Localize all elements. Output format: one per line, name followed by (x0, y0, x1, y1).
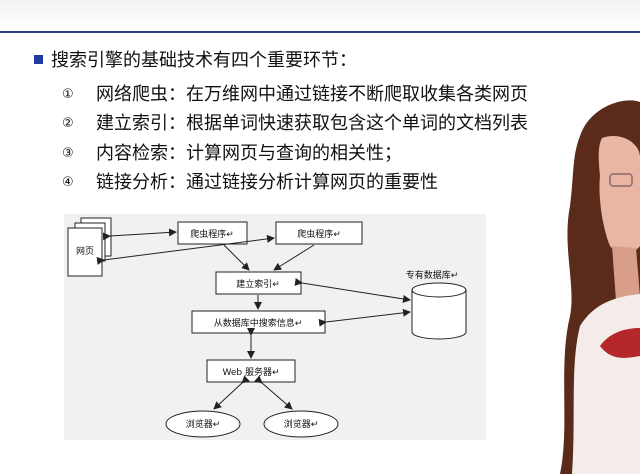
presenter-silhouette (540, 96, 640, 474)
browser-label-2: 浏览器↵ (284, 418, 319, 430)
webpages-label: 网页 (76, 246, 94, 257)
diagram-svg: 网页 爬虫程序↵ 爬虫程序↵ 建立索引↵ 专有数据库↵ 从数据库中搜索信息↵ W… (64, 214, 486, 440)
arrow-indexer-database (302, 283, 410, 300)
arrow-webserver-browser1 (214, 383, 242, 409)
crawler-label-2: 爬虫程序↵ (297, 228, 341, 240)
arrow-crawler2-indexer (274, 245, 314, 270)
database-top (412, 283, 466, 297)
webserver-label: Web 服务器↵ (222, 366, 279, 378)
square-bullet-icon (34, 55, 43, 64)
arrow-crawler1-indexer (224, 245, 249, 270)
arrow-search-database (326, 312, 410, 322)
slide-header-rule (0, 31, 640, 33)
browser-label-1: 浏览器↵ (186, 418, 221, 430)
slide-header-band (0, 0, 640, 28)
presenter-figure (540, 96, 640, 474)
crawler-label-1: 爬虫程序↵ (190, 228, 234, 240)
arrow-webserver-browser2 (262, 383, 292, 409)
search-label: 从数据库中搜索信息↵ (214, 317, 303, 329)
database-label: 专有数据库↵ (406, 269, 459, 281)
search-engine-diagram: 网页 爬虫程序↵ 爬虫程序↵ 建立索引↵ 专有数据库↵ 从数据库中搜索信息↵ W… (64, 214, 486, 440)
slide-headline: 搜索引擎的基础技术有四个重要环节： (34, 46, 357, 72)
indexer-label: 建立索引↵ (236, 278, 280, 290)
arrow-webpages-crawler1 (110, 232, 176, 236)
